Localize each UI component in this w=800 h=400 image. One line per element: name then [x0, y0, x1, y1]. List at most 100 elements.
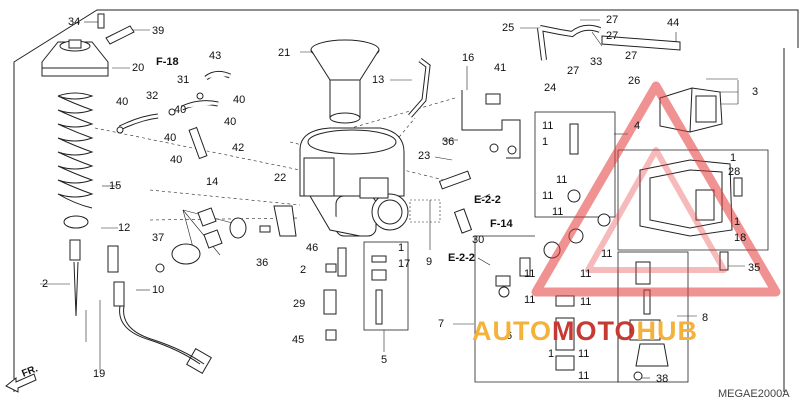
- ref-f14: F-14: [490, 218, 513, 230]
- callout-45: 45: [292, 334, 305, 346]
- callout-15: 15: [109, 180, 122, 192]
- callout-21: 21: [278, 47, 291, 59]
- watermark-text: AUTOMOTOHUB: [472, 316, 698, 347]
- callout-11-e: 11: [601, 248, 613, 260]
- callout-11-i: 11: [580, 296, 592, 308]
- carburetor-body: [299, 127, 409, 237]
- frame-outline: [13, 9, 799, 392]
- callout-2-b: 2: [300, 264, 307, 276]
- lower-box-parts: [495, 257, 575, 371]
- callout-35: 35: [748, 262, 761, 274]
- callout-11-b: 11: [556, 174, 568, 186]
- callout-28: 28: [728, 166, 741, 178]
- callout-27-c: 27: [625, 50, 638, 62]
- callout-22: 22: [274, 172, 287, 184]
- callout-11-h: 11: [524, 294, 536, 306]
- callout-11-k: 11: [578, 370, 590, 382]
- box-mixture-screw: [409, 199, 441, 223]
- callout-1-d: 1: [542, 136, 549, 148]
- linkage-parts: [438, 123, 611, 259]
- callout-29: 29: [293, 298, 306, 310]
- ref-e22-b: E-2-2: [448, 252, 475, 264]
- callout-2-a: 2: [42, 278, 49, 290]
- throttle-cable: [107, 245, 212, 374]
- top-cap-part: [41, 39, 109, 77]
- callout-32: 32: [146, 90, 159, 102]
- callout-1-c: 1: [734, 216, 741, 228]
- callout-40-b: 40: [233, 94, 246, 106]
- box-float-chamber: [617, 149, 769, 251]
- hose-44: [601, 35, 681, 51]
- jet-parts: [323, 247, 387, 341]
- watermark-text-moto: MOTO: [552, 316, 637, 346]
- callout-23: 23: [418, 150, 431, 162]
- callout-43: 43: [209, 50, 222, 62]
- callout-16: 16: [462, 52, 475, 64]
- callout-5: 5: [381, 354, 388, 366]
- callout-41: 41: [494, 62, 507, 74]
- watermark-text-hub: HUB: [636, 316, 699, 346]
- callout-40-e: 40: [164, 132, 177, 144]
- callout-31: 31: [177, 74, 190, 86]
- callout-38: 38: [656, 373, 669, 385]
- ref-e22-a: E-2-2: [474, 194, 501, 206]
- callout-27-b: 27: [606, 30, 619, 42]
- callout-37: 37: [152, 232, 165, 244]
- callout-25: 25: [502, 22, 515, 34]
- needle-assembly: [63, 215, 89, 317]
- callout-20: 20: [132, 62, 145, 74]
- screw-clip: [97, 13, 135, 45]
- callout-44: 44: [667, 17, 680, 29]
- spring-part: [57, 92, 94, 209]
- vent-hoses: [116, 70, 231, 160]
- callout-11-c: 11: [542, 190, 554, 202]
- diagram-code: MEGAE2000A: [718, 388, 790, 400]
- callout-26: 26: [628, 75, 641, 87]
- callout-40-f: 40: [170, 154, 183, 166]
- callout-46: 46: [306, 242, 319, 254]
- callout-24: 24: [544, 82, 557, 94]
- callout-40-a: 40: [116, 96, 129, 108]
- small-parts-left: [155, 205, 297, 273]
- callout-11-d: 11: [552, 206, 564, 218]
- callout-33: 33: [590, 56, 603, 68]
- callout-30: 30: [472, 234, 485, 246]
- callout-8: 8: [702, 312, 709, 324]
- hose-25-inner: [538, 25, 601, 61]
- callout-14: 14: [206, 176, 219, 188]
- bracket-16: [461, 90, 521, 159]
- float-box-parts: [629, 177, 743, 381]
- callout-1-e: 1: [548, 348, 555, 360]
- callout-1-b: 1: [730, 152, 737, 164]
- callout-11-a: 11: [542, 120, 554, 132]
- diaphragm-part: [310, 39, 380, 124]
- callout-11-f: 11: [524, 268, 536, 280]
- callout-18: 18: [734, 232, 747, 244]
- callout-27-a: 27: [606, 14, 619, 26]
- callout-11-j: 11: [578, 348, 590, 360]
- callout-13: 13: [372, 74, 385, 86]
- callout-11-g: 11: [580, 268, 592, 280]
- callout-1-a: 1: [398, 242, 405, 254]
- callout-6: 6: [506, 330, 513, 342]
- ref-f18: F-18: [156, 56, 179, 68]
- box-float-parts: [617, 251, 689, 383]
- front-arrow-icon: [5, 373, 37, 393]
- callout-7: 7: [438, 318, 445, 330]
- callout-39: 39: [152, 25, 165, 37]
- callout-19: 19: [93, 368, 106, 380]
- callout-40-c: 40: [174, 104, 187, 116]
- callout-42: 42: [232, 142, 245, 154]
- callout-34: 34: [68, 16, 81, 28]
- watermark-text-auto: AUTO: [472, 316, 553, 346]
- callout-27-d: 27: [567, 65, 580, 77]
- callout-36-b: 36: [442, 136, 455, 148]
- callout-12: 12: [118, 222, 131, 234]
- box-jet-parts: [363, 241, 409, 331]
- callout-36-a: 36: [256, 257, 269, 269]
- watermark-logo: [531, 81, 781, 297]
- callout-17: 17: [398, 258, 411, 270]
- callout-40-d: 40: [224, 116, 237, 128]
